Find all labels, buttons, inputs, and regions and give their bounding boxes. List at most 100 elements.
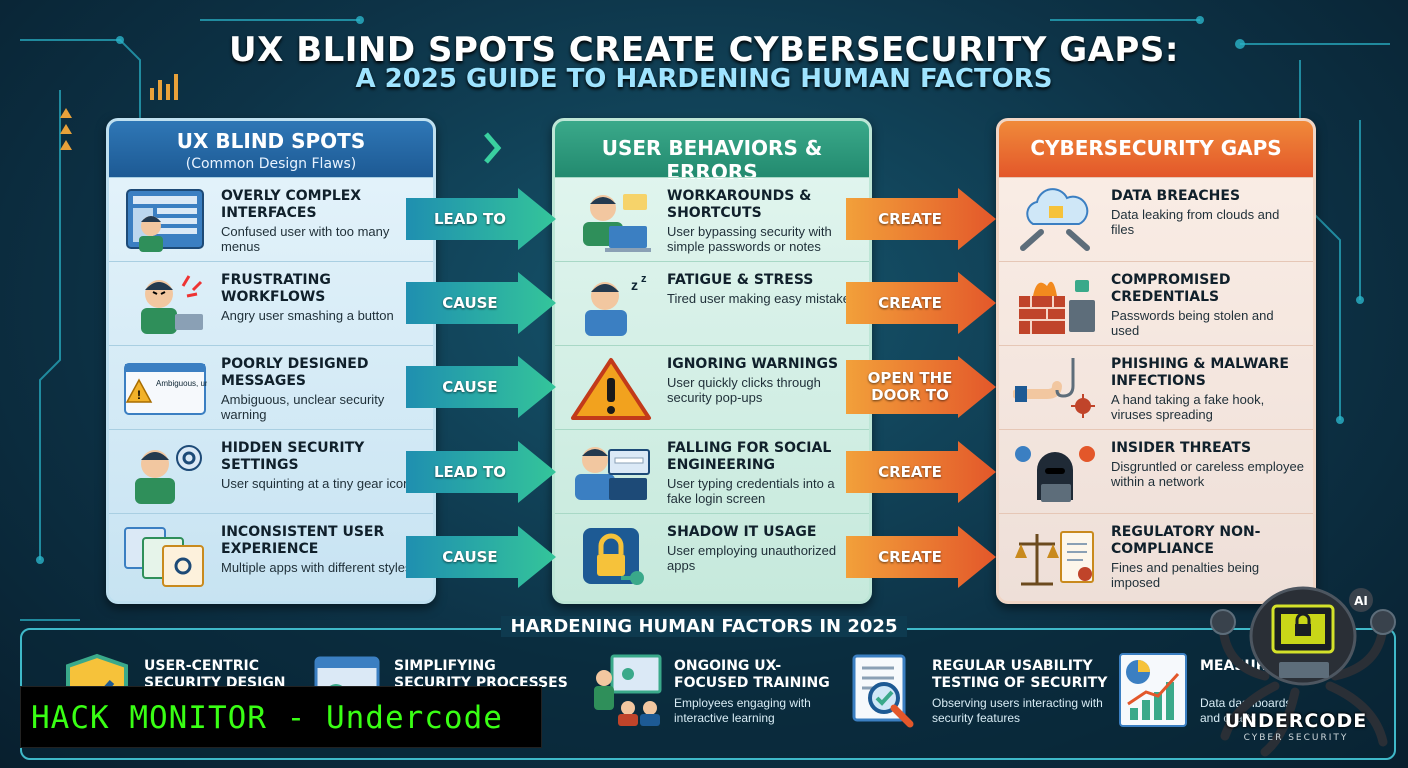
ambiguous-warning-label: Ambiguous, unclear warning [156,379,207,388]
behavior-item-ignoring-warnings: IGNORING WARNINGS User quickly clicks th… [555,345,869,429]
cloud-broken-chain-icon [1020,188,1090,251]
behavior-item-desc: Tired user making easy mistakes [667,291,857,306]
connector-arrow-cause: CAUSE [406,272,556,334]
gap-item-title: REGULATORY NON-COMPLIANCE [1111,524,1261,557]
behavior-item-desc: User bypassing security with simple pass… [667,224,832,254]
training-presentation-icon [594,654,662,726]
ux-item-complex-interfaces: OVERLY COMPLEX INTERFACES Confused user … [109,177,433,261]
behavior-item-social-engineering: FALLING FOR SOCIAL ENGINEERING User typi… [555,429,869,513]
page-subtitle: A 2025 GUIDE TO HARDENING HUMAN FACTORS [355,64,1053,94]
undercode-logo-text: UNDERCODE [1224,710,1368,732]
hooded-hacker-icon [1015,446,1095,502]
magnifier-checklist-icon [852,654,914,728]
svg-text:z: z [641,273,647,285]
svg-text:AI: AI [1354,594,1368,608]
gap-item-desc: Fines and penalties being imposed [1111,560,1260,590]
undercode-octopus-logo: AI [1210,586,1396,757]
gap-item-phishing: PHISHING & MALWARE INFECTIONS A hand tak… [999,345,1313,429]
behavior-item-title: SHADOW IT USAGE [667,524,817,540]
gap-item-desc: A hand taking a fake hook, viruses sprea… [1111,392,1265,422]
ux-item-desc: Ambiguous, unclear security warning [221,392,385,422]
gap-item-title: COMPROMISED CREDENTIALS [1111,272,1231,305]
gap-item-compromised-credentials: COMPROMISED CREDENTIALS Passwords being … [999,261,1313,345]
hardening-panel-title: HARDENING HUMAN FACTORS IN 2025 [0,616,1408,637]
user-behaviors-panel: USER BEHAVIORS & ERRORS WORKAROUNDS & SH… [552,118,872,604]
cybersecurity-gaps-header: CYBERSECURITY GAPS [999,121,1313,177]
ux-item-poorly-designed-messages: ! Ambiguous, unclear warning POORLY DESI… [109,345,433,429]
ux-item-title: HIDDEN SECURITY SETTINGS [221,440,365,473]
ux-item-desc: Confused user with too many menus [221,224,390,254]
connector-label: LEAD TO [433,462,507,481]
connector-arrow-create: CREATE [846,526,996,588]
ux-item-desc: Angry user smashing a button [221,308,394,323]
ux-item-title: OVERLY COMPLEX INTERFACES [221,188,362,221]
cybersecurity-gaps-panel: CYBERSECURITY GAPS DATA BREACHES Data le… [996,118,1316,604]
laptop-user-icon [583,194,651,252]
firewall-fire-icon [1019,280,1095,334]
ux-item-desc: User squinting at a tiny gear icon [221,476,411,491]
behavior-item-desc: User quickly clicks through security pop… [667,375,821,405]
behavior-item-title: FATIGUE & STRESS [667,272,814,288]
ux-item-title: INCONSISTENT USER EXPERIENCE [221,524,385,557]
ambiguous-warning-icon: ! Ambiguous, unclear warning [124,363,207,415]
behavior-item-fatigue: z z FATIGUE & STRESS Tired user making e… [555,261,869,345]
hardening-item-desc: Observing users interacting with securit… [932,696,1103,725]
connector-arrow-create: CREATE [846,272,996,334]
padlock-key-icon [583,528,644,585]
connector-arrow-cause: CAUSE [406,356,556,418]
behavior-item-title: IGNORING WARNINGS [667,356,839,372]
squinting-user-gear-icon [135,445,202,504]
gap-item-desc: Disgruntled or careless employee within … [1111,459,1304,489]
connector-label: CAUSE [442,377,498,396]
behavior-item-desc: User employing unauthorized apps [667,543,837,573]
ux-item-frustrating-workflows: FRUSTRATING WORKFLOWS Angry user smashin… [109,261,433,345]
page-title: UX BLIND SPOTS CREATE CYBERSECURITY GAPS… [229,30,1179,70]
svg-text:!: ! [137,388,141,402]
ux-item-inconsistent-experience: INCONSISTENT USER EXPERIENCE Multiple ap… [109,513,433,597]
behavior-item-shadow-it: SHADOW IT USAGE User employing unauthori… [555,513,869,597]
connector-label: CREATE [878,547,942,566]
hack-monitor-banner: HACK MONITOR - Undercode [20,686,542,748]
hardening-item-desc: Employees engaging with interactive lear… [674,696,811,725]
tired-user-icon: z z [585,273,647,336]
angry-user-icon [141,275,203,334]
hardening-item-title: REGULAR USABILITY TESTING OF SECURITY [932,658,1108,691]
cybersecurity-gaps-title: CYBERSECURITY GAPS [1030,136,1282,160]
fishing-hook-virus-icon [1013,358,1095,418]
connector-label: CAUSE [442,293,498,312]
behavior-item-title: FALLING FOR SOCIAL ENGINEERING [667,440,832,473]
undercode-logo-subtext: CYBER SECURITY [1243,733,1349,743]
behavior-item-workarounds: WORKAROUNDS & SHORTCUTS User bypassing s… [555,177,869,261]
connector-arrow-cause: CAUSE [406,526,556,588]
gap-item-data-breaches: DATA BREACHES Data leaking from clouds a… [999,177,1313,261]
connector-arrow-create: CREATE [846,441,996,503]
hardening-item-title: ONGOING UX-FOCUSED TRAINING [674,658,830,691]
warning-triangle-icon [571,358,651,420]
gap-item-insider-threats: INSIDER THREATS Disgruntled or careless … [999,429,1313,513]
gap-item-non-compliance: REGULATORY NON-COMPLIANCE Fines and pena… [999,513,1313,597]
ux-blind-spots-subtitle: (Common Design Flaws) [185,156,357,172]
complex-interface-icon [126,189,204,252]
behavior-item-title: WORKAROUNDS & SHORTCUTS [667,188,812,221]
ux-blind-spots-panel: UX BLIND SPOTS (Common Design Flaws) OVE… [106,118,436,604]
multiple-apps-icon [124,527,204,587]
hardening-item-training: ONGOING UX-FOCUSED TRAINING Employees en… [592,652,852,742]
gap-item-title: INSIDER THREATS [1111,440,1252,456]
dashboard-chart-icon [1119,653,1187,727]
ux-item-desc: Multiple apps with different styles [221,560,412,575]
gap-item-desc: Passwords being stolen and used [1111,308,1274,338]
gap-item-desc: Data leaking from clouds and files [1111,207,1280,237]
ux-blind-spots-header: UX BLIND SPOTS (Common Design Flaws) [109,121,433,177]
hardening-item-usability-testing: REGULAR USABILITY TESTING OF SECURITY Ob… [850,652,1110,742]
gap-item-title: DATA BREACHES [1111,188,1241,204]
gap-item-title: PHISHING & MALWARE INFECTIONS [1111,356,1289,389]
ux-item-title: POORLY DESIGNED MESSAGES [221,356,369,389]
connector-arrow-lead-to: LEAD TO [406,441,556,503]
fake-login-icon [575,447,650,500]
connector-label: CREATE [878,293,942,312]
ux-item-hidden-security-settings: HIDDEN SECURITY SETTINGS User squinting … [109,429,433,513]
connector-label: LEAD TO [433,209,507,228]
connector-label: OPEN THE DOOR TO [867,369,953,404]
connector-arrow-lead-to: LEAD TO [406,188,556,250]
connector-arrow-create: CREATE [846,188,996,250]
